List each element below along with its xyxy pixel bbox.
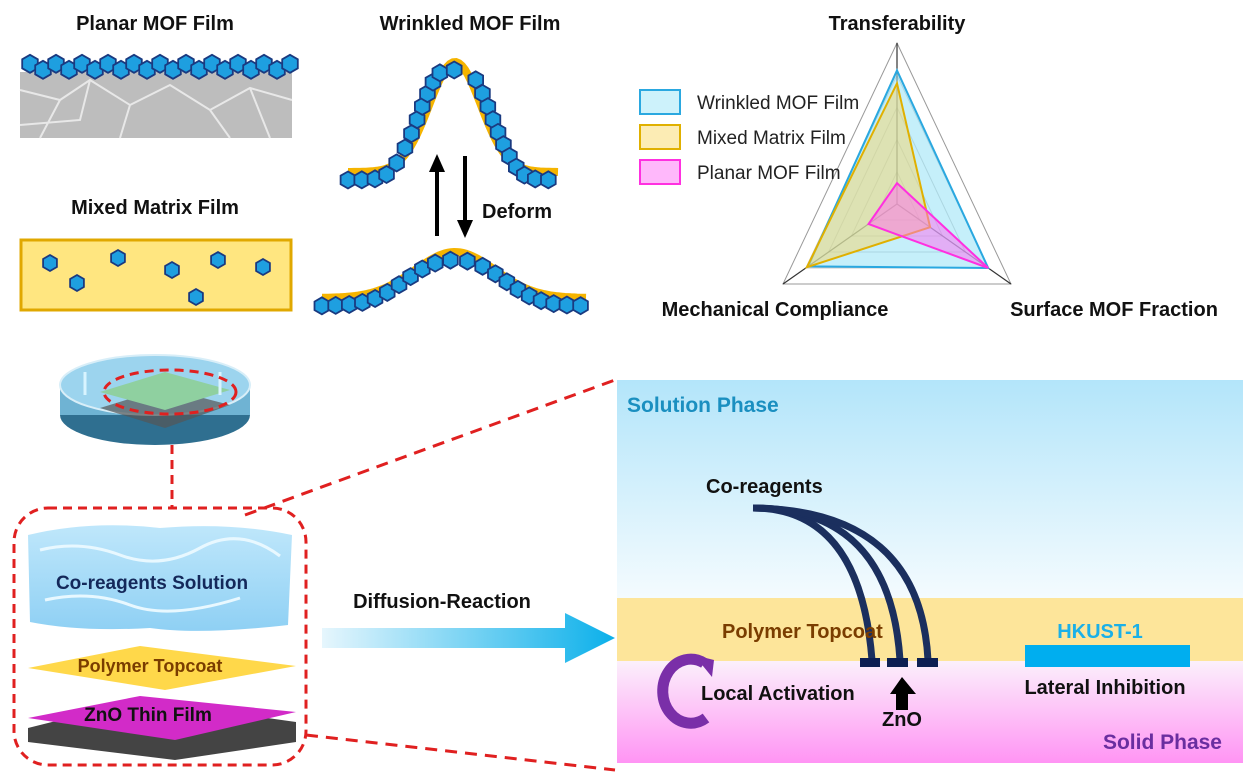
mof-crystal-icon: [313, 296, 331, 316]
lateral-inhibition-label: Lateral Inhibition: [1024, 677, 1185, 699]
mixed-film-title: Mixed Matrix Film: [71, 197, 239, 219]
radar-grid-ring: [782, 41, 1012, 285]
coreagents-label: Co-reagents: [706, 476, 823, 498]
solution-phase-label: Solution Phase: [627, 394, 779, 417]
mof-crystal-icon: [151, 53, 169, 74]
deform-arrows: [429, 154, 473, 238]
zno-label: ZnO: [882, 709, 922, 731]
mof-crystal-icon: [281, 53, 299, 74]
polymer-topcoat-label: Polymer Topcoat: [78, 656, 223, 676]
axis-label-transferability: Transferability: [829, 13, 967, 35]
mof-crystal-icon: [177, 53, 195, 74]
mof-crystal-icon: [188, 287, 204, 307]
mof-crystal-icon: [396, 138, 414, 158]
mof-crystal-icon: [408, 110, 426, 130]
mof-crystal-icon: [255, 257, 271, 277]
mof-crystal-icon: [532, 291, 550, 311]
zoom-line-bottom: [305, 733, 616, 772]
mixed-film-illustration: [19, 238, 293, 312]
legend-label-planar: Planar MOF Film: [697, 163, 841, 184]
mof-crystal-icon: [459, 251, 476, 271]
substrate: [20, 72, 292, 138]
legend-swatch-wrinkled: [639, 89, 681, 115]
coreagent-solution-block: [28, 525, 292, 631]
mof-crystal-icon: [403, 124, 420, 144]
mof-crystal-icon: [426, 253, 444, 273]
arrow-up-icon: [429, 154, 445, 172]
mof-crystal-icon: [540, 170, 557, 190]
mof-crystal-icon: [99, 53, 117, 74]
zoom-ellipse: [102, 368, 238, 416]
mof-crystal-icon: [442, 250, 459, 270]
petri-dish: [59, 354, 251, 445]
coreagent-solution-label: Co-reagents Solution: [56, 573, 248, 594]
local-activation-cycle-icon: [657, 653, 714, 729]
mof-crystal-icon: [42, 253, 58, 273]
diffusion-reaction-label: Diffusion-Reaction: [353, 591, 531, 613]
mof-crystal-icon: [203, 53, 221, 74]
radar-chart: [782, 41, 1012, 285]
mof-crystal-icon: [327, 295, 344, 315]
planar-film-title: Planar MOF Film: [76, 13, 234, 35]
polymer-topcoat-region-label: Polymer Topcoat: [722, 621, 883, 643]
mof-crystal-icon: [210, 250, 226, 270]
mof-crystal-icon: [229, 53, 247, 74]
mof-crystal-icon: [21, 53, 39, 74]
mof-crystal-icon: [572, 296, 589, 316]
deform-label: Deform: [482, 201, 552, 223]
mof-crystal-icon: [255, 53, 273, 74]
legend-label-mixed: Mixed Matrix Film: [697, 128, 846, 149]
zno-arrow-up-icon: [890, 677, 916, 710]
wrinkled-film-title: Wrinkled MOF Film: [380, 13, 561, 35]
diffusion-reaction-arrow: [322, 613, 615, 663]
mof-crystal-icon: [339, 170, 357, 190]
legend-label-wrinkled: Wrinkled MOF Film: [697, 93, 859, 114]
local-activation-label: Local Activation: [701, 683, 855, 705]
polymer-topcoat-layer: [28, 646, 296, 690]
planar-film-illustration: [19, 53, 299, 139]
mof-crystal-icon: [110, 248, 126, 268]
polymer-matrix: [19, 238, 293, 312]
zoom-line-top: [244, 378, 616, 517]
mechanism-panel: [617, 380, 1243, 763]
solid-phase-region: [617, 661, 1243, 763]
arrow-down-icon: [457, 220, 473, 238]
mof-crystal-icon: [164, 260, 180, 280]
mof-crystal-icon: [474, 256, 491, 276]
mof-crystal-icon: [558, 295, 576, 315]
hkust-1-crystal-bar: [1025, 645, 1190, 667]
layer-stack-frame: [12, 506, 308, 767]
mof-crystal-icon: [125, 53, 143, 74]
inhibition-curves: [752, 504, 932, 661]
axis-label-surface-mof-fraction: Surface MOF Fraction: [1010, 299, 1218, 321]
zno-thin-film-layer: [28, 696, 296, 760]
legend-swatch-planar: [639, 159, 681, 185]
mof-crystal-icon: [69, 273, 85, 293]
solid-phase-label: Solid Phase: [1103, 731, 1222, 754]
legend-swatch-mixed: [639, 124, 681, 150]
radar-legend: Wrinkled MOF Film Mixed Matrix Film Plan…: [639, 89, 859, 185]
axis-label-mechanical-compliance: Mechanical Compliance: [662, 299, 889, 321]
mof-crystal-icon: [431, 63, 449, 83]
hkust-label: HKUST-1: [1057, 621, 1143, 643]
mof-crystal-icon: [73, 53, 91, 74]
radar-series-planar-mof-film: [866, 181, 989, 269]
wrinkled-film-illustration: [313, 58, 589, 316]
mof-crystal-icon: [445, 60, 463, 80]
mof-crystal-icon: [388, 153, 405, 173]
zno-thin-film-label: ZnO Thin Film: [84, 705, 212, 726]
mof-crystal-icon: [47, 53, 65, 74]
inhibitor-bars: [860, 658, 938, 667]
solution-phase-region: [617, 380, 1243, 598]
